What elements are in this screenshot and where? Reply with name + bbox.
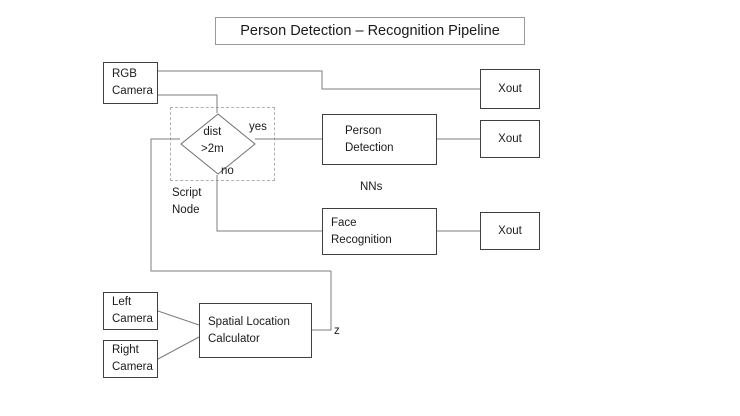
node-rgb-camera-line2: Camera: [112, 85, 153, 97]
node-face-recognition[interactable]: Face Recognition: [322, 208, 437, 255]
node-left-camera[interactable]: Left Camera: [103, 292, 158, 330]
node-rgb-camera[interactable]: RGB Camera: [103, 62, 158, 104]
wire-rgb-to-xout: [158, 70, 480, 90]
node-xout-rgb[interactable]: Xout: [480, 69, 540, 109]
node-person-detection-line2: Detection: [345, 141, 394, 154]
node-spatial-location-calculator-line2: Calculator: [208, 332, 260, 345]
node-xout-detection[interactable]: Xout: [480, 120, 540, 158]
depth-output-label: z: [334, 325, 340, 337]
neural-networks-label: NNs: [360, 181, 383, 193]
node-person-detection[interactable]: Person Detection: [322, 114, 437, 165]
script-node-label-line1: Script: [172, 187, 202, 199]
node-left-camera-line2: Camera: [112, 313, 153, 325]
decision-label-line1: dist: [203, 126, 222, 138]
node-right-camera-line1: Right: [112, 344, 139, 357]
decision-label-line2: >2m: [201, 142, 224, 155]
node-xout-rgb-label: Xout: [498, 82, 522, 95]
wire-no-to-face-recognition: [216, 175, 322, 232]
yes-branch-label: yes: [249, 121, 267, 133]
node-right-camera[interactable]: Right Camera: [103, 340, 158, 378]
wire-spatial-calculator-to-depth: [312, 271, 332, 331]
diagram-title: Person Detection – Recognition Pipeline: [215, 17, 525, 45]
node-spatial-location-calculator-line1: Spatial Location: [208, 315, 290, 328]
wire-left-camera-to-calculator: [157, 310, 200, 326]
node-xout-recognition-label: Xout: [498, 224, 522, 237]
script-node-label-line2: Node: [172, 203, 200, 216]
node-face-recognition-line1: Face: [331, 216, 357, 229]
wire-right-camera-to-calculator: [157, 336, 200, 360]
node-left-camera-line1: Left: [112, 296, 132, 309]
no-branch-label: no: [221, 165, 234, 177]
node-xout-detection-label: Xout: [498, 132, 522, 145]
node-right-camera-line2: Camera: [112, 361, 153, 373]
node-rgb-camera-line1: RGB: [112, 68, 137, 81]
node-spatial-location-calculator[interactable]: Spatial Location Calculator: [199, 303, 312, 358]
script-node-label: Script Node: [172, 185, 201, 218]
node-xout-recognition[interactable]: Xout: [480, 212, 540, 250]
node-face-recognition-line2: Recognition: [331, 233, 392, 246]
decision-label: dist >2m: [201, 124, 224, 157]
node-person-detection-line1: Person: [345, 124, 382, 137]
